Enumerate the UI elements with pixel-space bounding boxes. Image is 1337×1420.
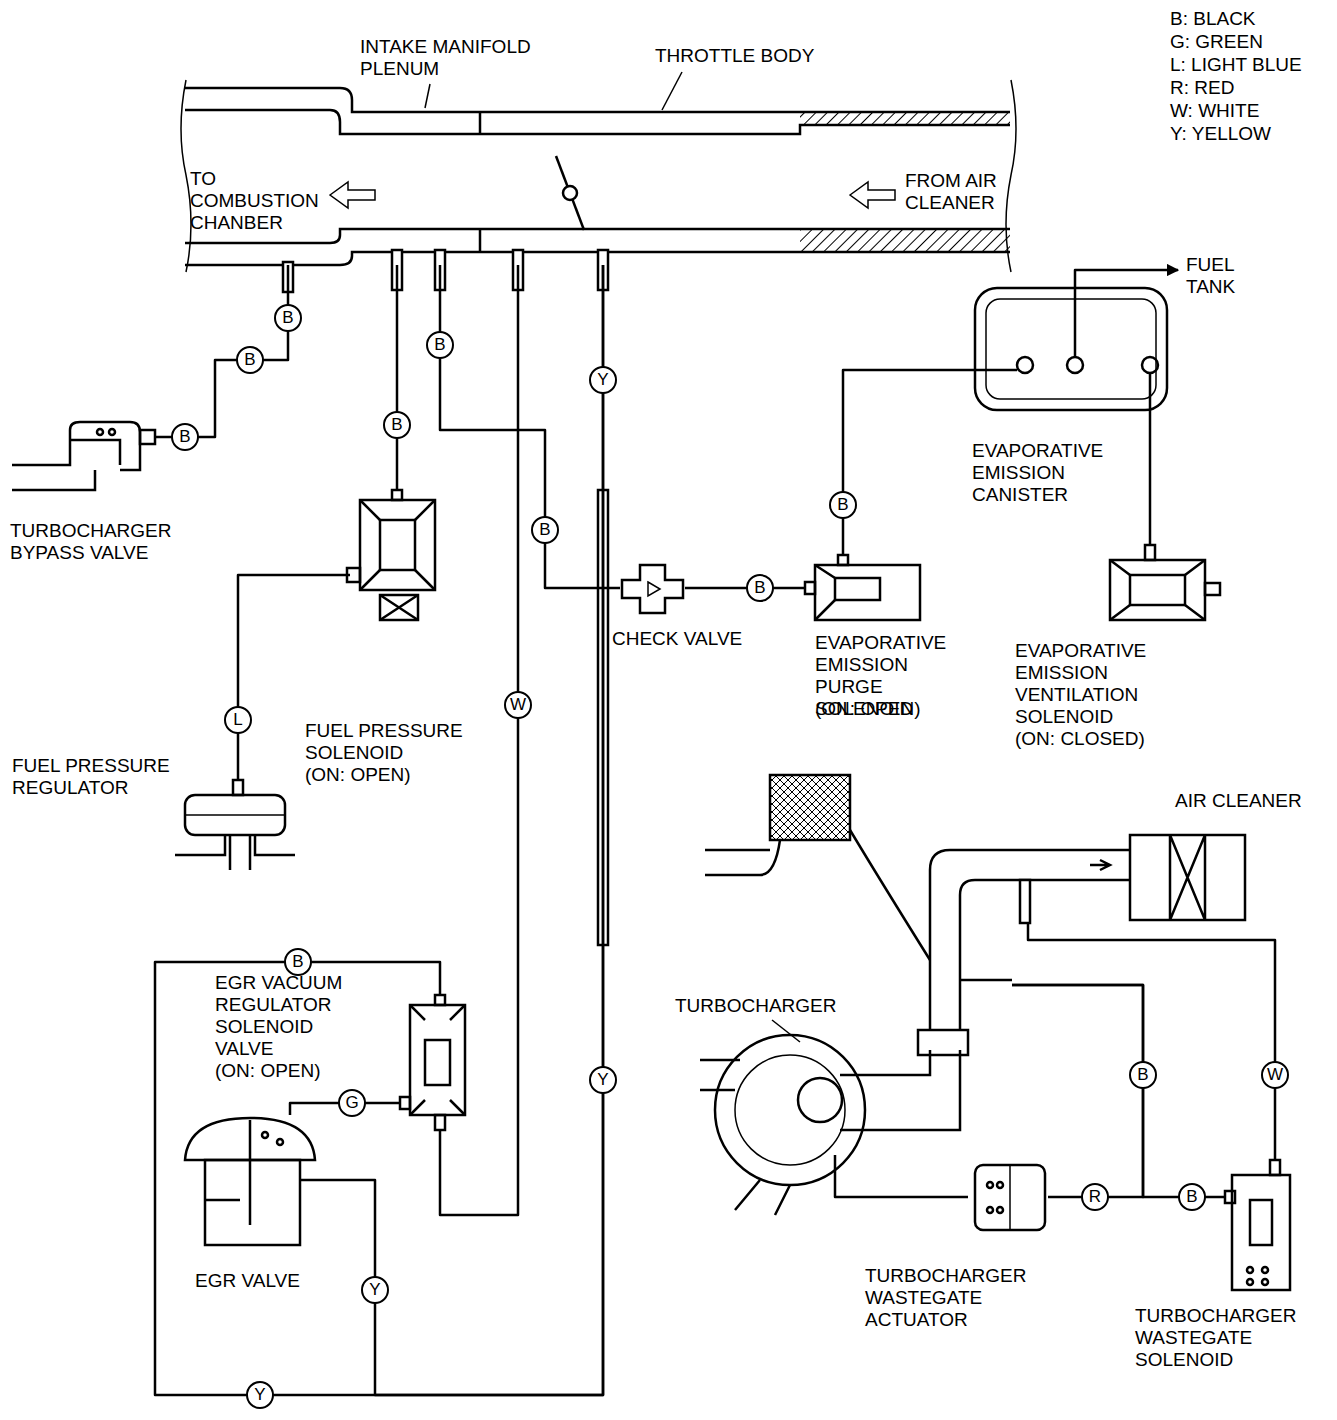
hose-color-code: Y	[589, 366, 617, 394]
part-label: TURBOCHARGER	[675, 995, 837, 1017]
legend-text: Y: YELLOW	[1170, 123, 1271, 144]
hose-color-code: L	[224, 706, 252, 734]
check-valve: CHECK VALVE	[620, 560, 685, 618]
fuel-tank: FUEL TANK	[1178, 250, 1270, 305]
part-label: THROTTLE BODY	[655, 45, 814, 67]
vacuum-hose	[317, 265, 603, 1395]
part-label: (ON: OPEN)	[815, 698, 921, 720]
fuel-pressure-regulator: FUEL PRESSURE REGULATOR	[175, 780, 295, 855]
part-label: INTAKE MANIFOLD PLENUM	[360, 36, 540, 80]
wastegate-actuator: TURBOCHARGER WASTEGATE ACTUATOR	[968, 1160, 1048, 1235]
hose-color-code: B	[383, 411, 411, 439]
legend-row: Y: YELLOW	[1170, 123, 1271, 145]
legend-text: G: GREEN	[1170, 31, 1263, 52]
hose-color-code: B	[171, 423, 199, 451]
vacuum-hose	[1012, 985, 1225, 1197]
legend-text: B: BLACK	[1170, 8, 1256, 29]
hose-color-code: B	[531, 516, 559, 544]
part-label: EVAPORATIVE EMISSION VENTILATION SOLENOI…	[1015, 640, 1160, 728]
vacuum-hose	[155, 265, 288, 437]
vacuum-hose	[685, 587, 805, 590]
legend-row: L: LIGHT BLUE	[1170, 54, 1302, 76]
flow-label: TO COMBUSTION CHANBER	[190, 168, 330, 234]
part-label: TURBOCHARGER WASTEGATE SOLENOID	[1135, 1305, 1303, 1371]
part-label: TURBOCHARGER BYPASS VALVE	[10, 520, 178, 564]
legend-text: R: RED	[1170, 77, 1234, 98]
part-label: (ON: OPEN)	[215, 1060, 321, 1082]
vacuum-hose	[835, 1155, 968, 1197]
vacuum-hose	[843, 370, 975, 555]
part-label: (ON: CLOSED)	[1015, 728, 1145, 750]
legend-text: W: WHITE	[1170, 100, 1259, 121]
intake-manifold-plenum: INTAKE MANIFOLD PLENUM	[185, 88, 480, 265]
part-label: AIR CLEANER	[1175, 790, 1302, 812]
hose-color-code: B	[426, 331, 454, 359]
hose-color-code: B	[829, 491, 857, 519]
hose-color-code: B	[746, 574, 774, 602]
air-cleaner: AIR CLEANER	[1020, 835, 1248, 923]
legend-row: W: WHITE	[1170, 100, 1259, 122]
legend-row: G: GREEN	[1170, 31, 1263, 53]
hose-color-code: Y	[246, 1381, 274, 1409]
vacuum-hose	[1075, 270, 1178, 288]
hose-color-code: B	[236, 346, 264, 374]
hose-color-code: Y	[589, 1066, 617, 1094]
purge-solenoid: EVAPORATIVE EMISSION PURGE SOLENOID(ON: …	[805, 555, 925, 625]
fuel-pressure-solenoid: FUEL PRESSURE SOLENOID(ON: OPEN)	[350, 490, 442, 622]
turbocharger: TURBOCHARGER	[700, 970, 1012, 1155]
hose-color-code: G	[338, 1089, 366, 1117]
part-label: FUEL PRESSURE REGULATOR	[12, 755, 182, 799]
flow-label: FROM AIR CLEANER	[905, 170, 997, 214]
part-label: EGR VACUUM REGULATOR SOLENOID VALVE	[215, 972, 355, 1060]
part-label: EVAPORATIVE EMISSION CANISTER	[972, 440, 1117, 506]
vacuum-hose	[440, 265, 620, 588]
bypass-valve: TURBOCHARGER BYPASS VALVE	[10, 418, 155, 493]
legend-row: B: BLACK	[1170, 8, 1256, 30]
part-label: EGR VALVE	[195, 1270, 300, 1292]
part-label: (ON: OPEN)	[305, 764, 411, 786]
vacuum-hose	[1149, 410, 1152, 545]
vacuum-hose	[396, 265, 399, 490]
hose-color-code: B	[274, 304, 302, 332]
legend-row: R: RED	[1170, 77, 1234, 99]
hose-color-code: B	[1178, 1183, 1206, 1211]
part-label: CHECK VALVE	[612, 628, 742, 650]
hose-color-code: Y	[361, 1276, 389, 1304]
part-label: TURBOCHARGER WASTEGATE ACTUATOR	[865, 1265, 1033, 1331]
part-label: FUEL PRESSURE SOLENOID	[305, 720, 475, 764]
egr-valve: EGR VALVE	[182, 1115, 317, 1248]
ventilation-solenoid: EVAPORATIVE EMISSION VENTILATION SOLENOI…	[1100, 545, 1218, 625]
part-label: FUEL TANK	[1186, 254, 1248, 298]
vacuum-hose	[1028, 923, 1275, 1160]
egr-solenoid-valve: EGR VACUUM REGULATOR SOLENOID VALVE(ON: …	[400, 995, 470, 1130]
wastegate-solenoid: TURBOCHARGER WASTEGATE SOLENOID	[1225, 1160, 1297, 1292]
legend-text: L: LIGHT BLUE	[1170, 54, 1302, 75]
vacuum-hose	[155, 265, 603, 1395]
vacuum-hose	[1012, 985, 1143, 1197]
hose-color-code: B	[1129, 1061, 1157, 1089]
hose-color-code: W	[504, 691, 532, 719]
hose-color-code: W	[1261, 1061, 1289, 1089]
hose-color-code: B	[284, 948, 312, 976]
evap-canister: EVAPORATIVE EMISSION CANISTER	[975, 288, 1167, 410]
hose-color-code: R	[1081, 1183, 1109, 1211]
